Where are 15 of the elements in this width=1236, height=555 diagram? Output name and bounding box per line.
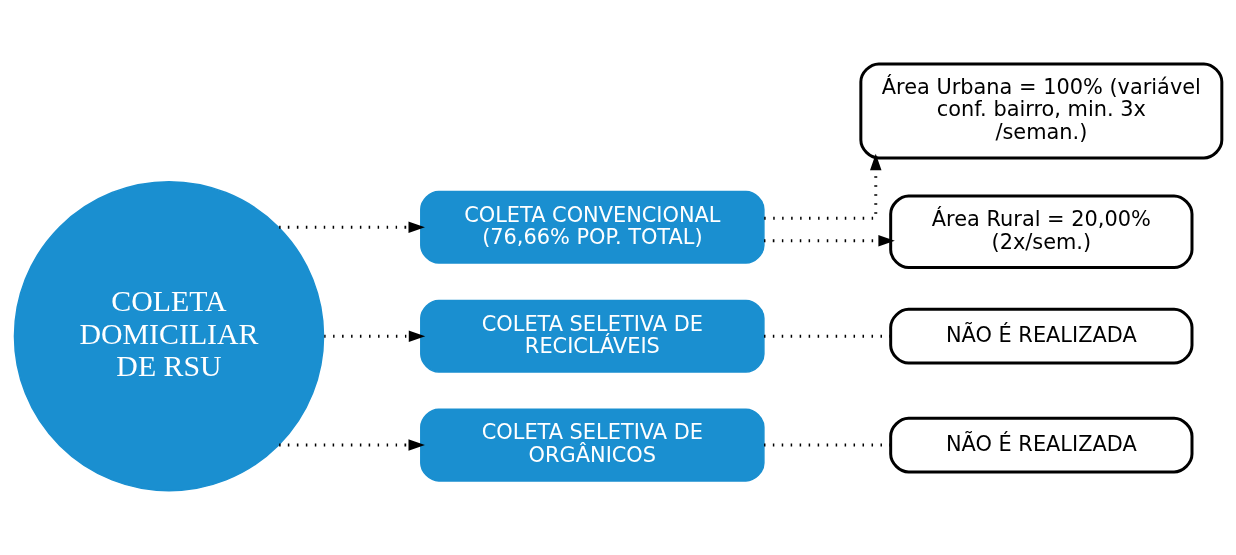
node-box: NÃO É REALIZADA [889, 416, 1194, 474]
arrow [324, 330, 426, 342]
node-box: NÃO É REALIZADA [889, 307, 1194, 365]
node-circle: COLETA DOMICILIAR DE RSU [13, 180, 325, 492]
arrow [279, 221, 425, 234]
connector [764, 334, 891, 338]
node-box: COLETA SELETIVA DE ORGÂNICOS [420, 408, 765, 482]
arrow [279, 439, 425, 451]
arrow [764, 235, 895, 247]
connector [764, 443, 891, 447]
arrow [764, 153, 882, 220]
node-box: Área Urbana = 100% (variável conf. bairro, min. 3x /seman.) [859, 62, 1224, 160]
node-box: Área Rural = 20,00% (2x/sem.) [889, 194, 1194, 270]
node-box: COLETA CONVENCIONAL (76,66% POP. TOTAL) [420, 190, 765, 264]
node-box: COLETA SELETIVA DE RECICLÁVEIS [420, 299, 765, 373]
